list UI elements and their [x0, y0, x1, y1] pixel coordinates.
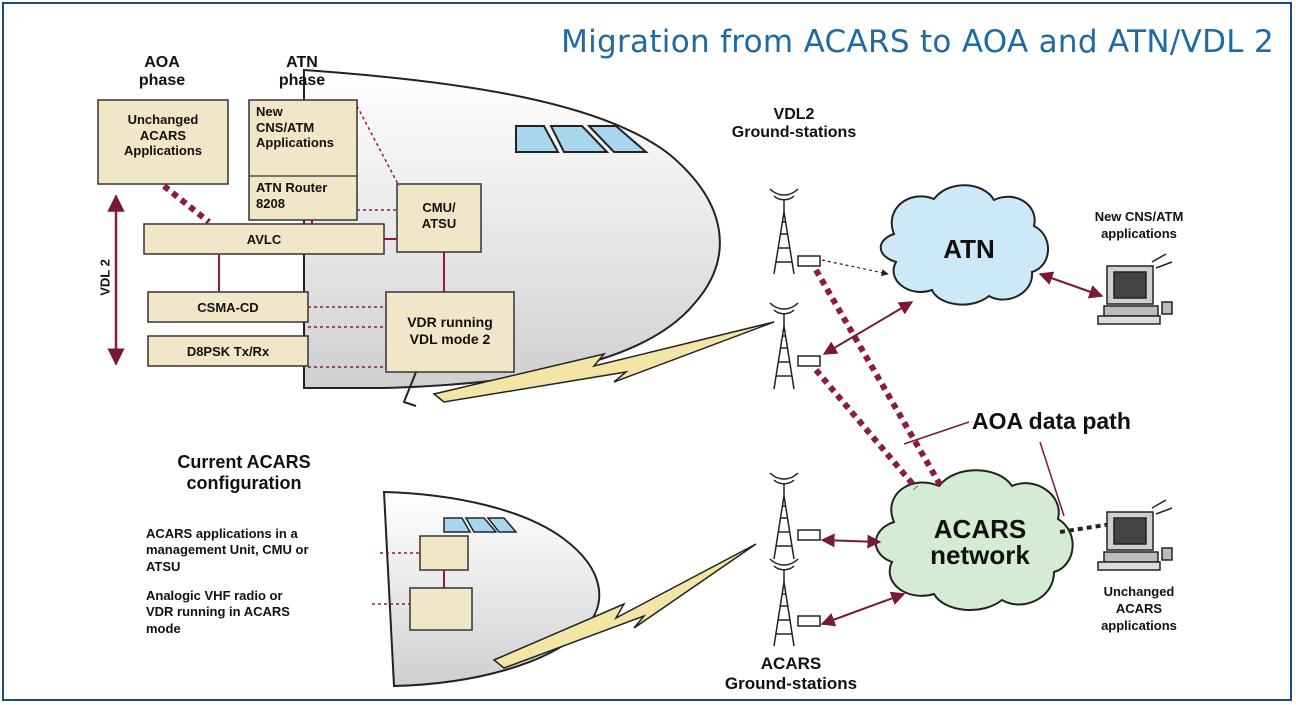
aoa-dotted-path-2: [813, 368, 919, 490]
acars-network-label: ACARS network: [900, 516, 1060, 568]
diagram-canvas: [97, 68, 1173, 688]
lower-window-2: [464, 517, 498, 533]
box-line: Applications: [123, 143, 202, 159]
vdl2-tower-upper: [769, 188, 821, 275]
new-cns-atm-applications-caption: New CNS/ATM applications: [1064, 209, 1214, 243]
d8psk-label: D8PSK Tx/Rx: [186, 344, 270, 359]
box-line: 8208: [256, 195, 285, 211]
new-cns-atm-applications-box: [248, 99, 358, 221]
vdr-label: VDR running VDL mode 2: [386, 314, 514, 348]
aoa-data-path-label: AOA data path: [972, 408, 1131, 434]
label-line: ATSU: [146, 558, 181, 574]
aoa-dotted-path-1: [813, 268, 945, 490]
label-line: applications: [1101, 225, 1177, 241]
atn-router-label: ATN Router 8208: [256, 180, 356, 211]
lower-lightning: [492, 543, 757, 669]
unchanged-acars-applications-box: [97, 99, 229, 185]
upper-window-1: [515, 125, 560, 153]
new-cns-atm-applications-label: New CNS/ATM Applications: [256, 104, 356, 151]
lower-window-1: [443, 517, 472, 533]
aoa-phase-heading-line1: AOA: [144, 54, 180, 71]
label-line: VDR running in ACARS: [146, 604, 290, 620]
d8psk-box: [147, 335, 309, 367]
acars-tower-upper: [769, 472, 821, 560]
label-line: New CNS/ATM: [1094, 209, 1184, 224]
csma-cd-label: CSMA-CD: [197, 300, 259, 315]
label-line: applications: [1101, 617, 1177, 633]
unchanged-acars-applications-caption: Unchanged ACARS applications: [1074, 584, 1204, 635]
avlc-label: AVLC: [246, 232, 282, 247]
box-line: Applications: [256, 135, 335, 151]
label-line: Ground-stations: [731, 124, 857, 142]
diagram-title: Migration from ACARS to AOA and ATN/VDL …: [561, 24, 1274, 60]
label-line: mode: [146, 620, 181, 636]
box-line: ATN Router: [256, 180, 328, 195]
upper-window-3: [586, 125, 649, 153]
label-line: Current ACARS: [177, 452, 311, 472]
label-line: Analogic VHF radio or: [146, 588, 283, 603]
upper-lightning: [432, 321, 775, 403]
label-line: ACARS: [760, 654, 822, 673]
unchanged-acars-computer: [1097, 499, 1173, 571]
label-line: ACARS: [933, 514, 1027, 544]
acars-applications-box: [419, 535, 469, 571]
label-line: configuration: [186, 472, 302, 493]
box-line: ACARS: [139, 127, 187, 143]
box-line: CNS/ATM: [256, 119, 315, 135]
vdl2-axis-label: VDL 2: [97, 259, 113, 296]
unchanged-acars-applications-label: Unchanged ACARS Applications: [98, 112, 228, 159]
atn-phase-heading-line1: ATN: [286, 54, 318, 71]
new-cns-atm-computer: [1097, 253, 1173, 325]
vdr-box: [385, 291, 515, 373]
acars-ground-stations-label: ACARS Ground-stations: [716, 654, 866, 693]
atn-phase-heading: ATN phase: [262, 54, 342, 91]
vhf-radio-box: [409, 587, 473, 631]
vdl2-tower-lower: [769, 302, 821, 390]
acars-tower-lower: [769, 558, 821, 647]
aoa-phase-heading-line2: phase: [138, 72, 186, 90]
box-line: Unchanged: [127, 112, 199, 127]
upper-window-2: [549, 125, 610, 153]
vhf-radio-note: Analogic VHF radio or VDR running in ACA…: [146, 588, 386, 637]
label-line: ACARS applications in a: [146, 526, 298, 541]
label-line: Unchanged: [1103, 584, 1175, 599]
box-line: VDR running: [407, 314, 493, 330]
label-line: ACARS: [1115, 600, 1163, 616]
label-line: management Unit, CMU or: [146, 542, 309, 558]
box-line: VDL mode 2: [409, 330, 491, 347]
cmu-atsu-label: CMU/ ATSU: [397, 200, 481, 231]
cmu-atsu-box: [396, 183, 482, 253]
acars-applications-note: ACARS applications in a management Unit,…: [146, 526, 386, 575]
atn-cloud-label: ATN: [943, 234, 995, 264]
box-line: New: [256, 104, 283, 119]
label-line: VDL2: [773, 106, 815, 123]
lower-window-3: [486, 517, 518, 533]
atn-phase-heading-line2: phase: [278, 72, 326, 90]
atn-cloud: [879, 184, 1049, 306]
box-line: CMU/: [422, 200, 456, 215]
label-line: Ground-stations: [724, 673, 858, 693]
box-line: ATSU: [421, 215, 457, 231]
acars-network-cloud: [874, 469, 1074, 611]
vdl2-ground-stations-label: VDL2 Ground-stations: [724, 106, 864, 143]
label-line: network: [930, 540, 1030, 570]
aoa-phase-heading: AOA phase: [122, 54, 202, 91]
current-acars-configuration-heading: Current ACARS configuration: [144, 452, 344, 493]
